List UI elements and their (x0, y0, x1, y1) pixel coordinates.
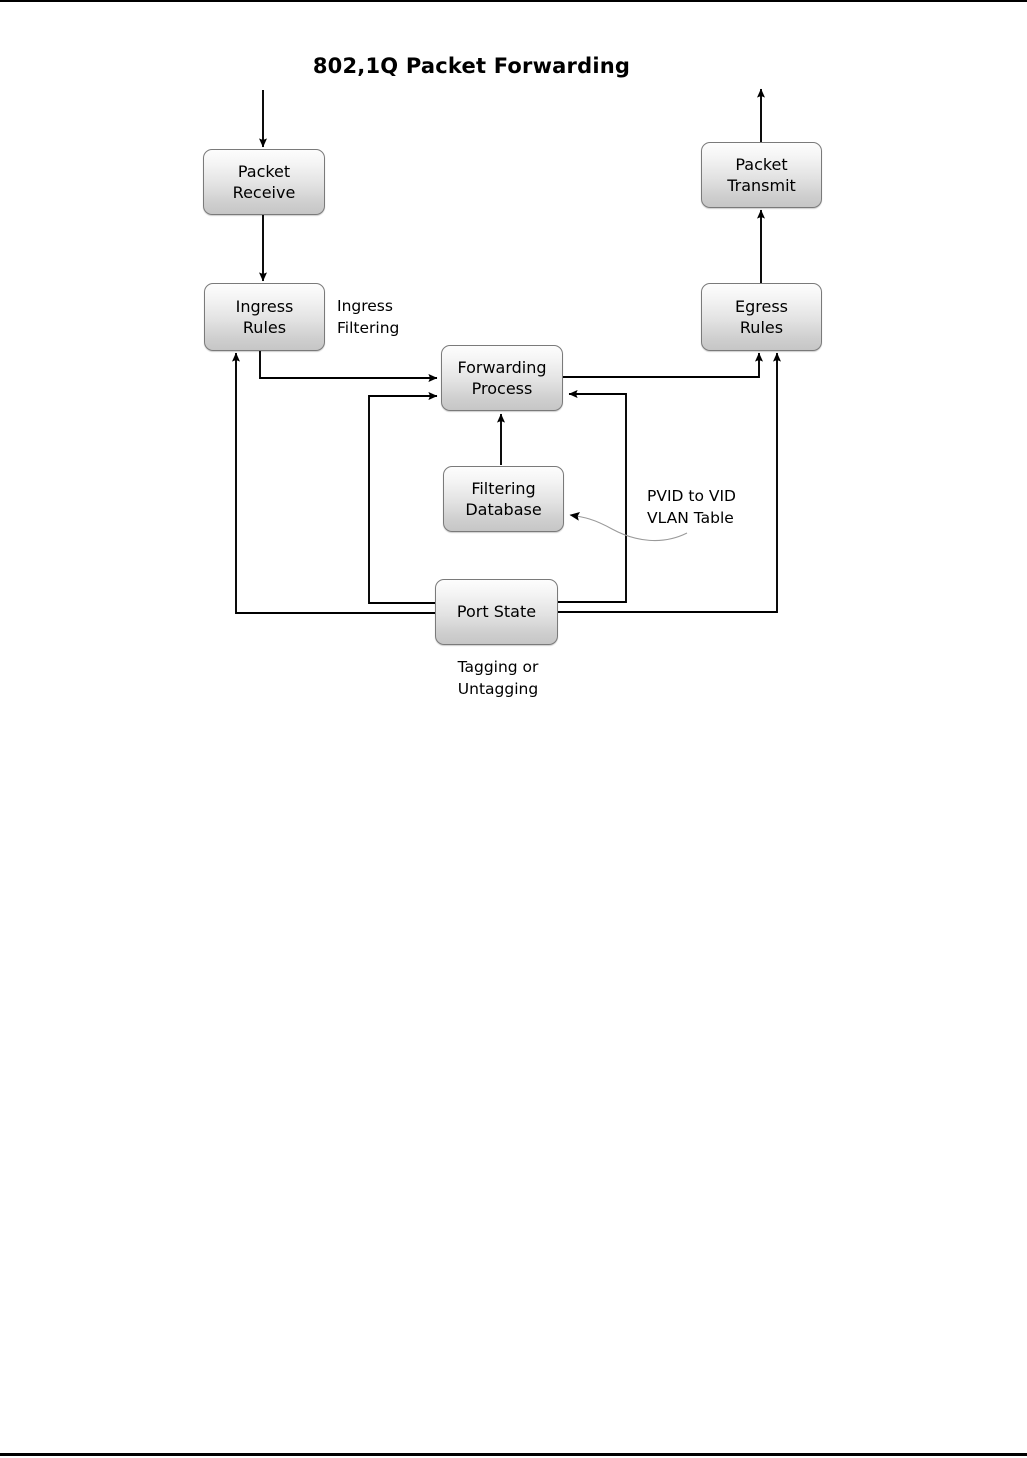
edge-port-state-to-forwarding-process-left (368, 392, 438, 604)
label-tagging-untagging: Tagging or Untagging (452, 656, 544, 701)
label-pvid-to-vid-line2: VLAN Table (647, 509, 734, 528)
node-egress-rules[interactable]: Egress Rules (701, 283, 822, 351)
node-packet-receive-line1: Packet (237, 161, 291, 181)
node-filtering-database-line2: Database (465, 500, 542, 519)
label-pvid-to-vid-line1: PVID to VID (647, 487, 736, 505)
node-port-state-line1: Port State (456, 602, 537, 622)
edge-port-state-to-egress-rules (558, 352, 781, 613)
node-forwarding-process-line2: Process (471, 379, 533, 398)
node-packet-transmit-line1: Packet (735, 154, 788, 174)
label-tagging-untagging-line1: Tagging or (457, 658, 539, 676)
diagram-title: 802,1Q Packet Forwarding (0, 54, 1027, 78)
node-filtering-database-line1: Filtering (471, 478, 536, 498)
node-egress-rules-line1: Egress (734, 296, 788, 316)
node-egress-rules-line2: Rules (739, 318, 784, 337)
edge-pvid-label-to-filtering-database (569, 511, 688, 542)
edge-port-state-to-ingress-rules (232, 352, 435, 614)
node-ingress-rules-line2: Rules (242, 318, 287, 337)
label-pvid-to-vid: PVID to VID VLAN Table (647, 485, 736, 530)
edge-port-state-to-forwarding-process-right (558, 390, 627, 603)
node-packet-transmit-line2: Transmit (727, 176, 796, 195)
node-packet-transmit[interactable]: Packet Transmit (701, 142, 822, 208)
node-ingress-rules-line1: Ingress (235, 296, 294, 316)
node-packet-receive[interactable]: Packet Receive (203, 149, 325, 215)
node-filtering-database[interactable]: Filtering Database (443, 466, 564, 532)
label-tagging-untagging-line2: Untagging (457, 680, 539, 699)
node-ingress-rules[interactable]: Ingress Rules (204, 283, 325, 351)
label-ingress-filtering-line2: Filtering (337, 319, 400, 338)
node-packet-receive-line2: Receive (232, 183, 296, 202)
edge-ingress-rules-to-forwarding-process (259, 351, 438, 382)
label-ingress-filtering: Ingress Filtering (337, 295, 399, 340)
diagram-title-text: 802,1Q Packet Forwarding (312, 54, 631, 78)
node-forwarding-process-line1: Forwarding (457, 357, 547, 377)
node-forwarding-process[interactable]: Forwarding Process (441, 345, 563, 411)
label-ingress-filtering-line1: Ingress (337, 297, 393, 315)
edge-forwarding-process-to-egress-rules (563, 352, 763, 378)
node-port-state[interactable]: Port State (435, 579, 558, 645)
